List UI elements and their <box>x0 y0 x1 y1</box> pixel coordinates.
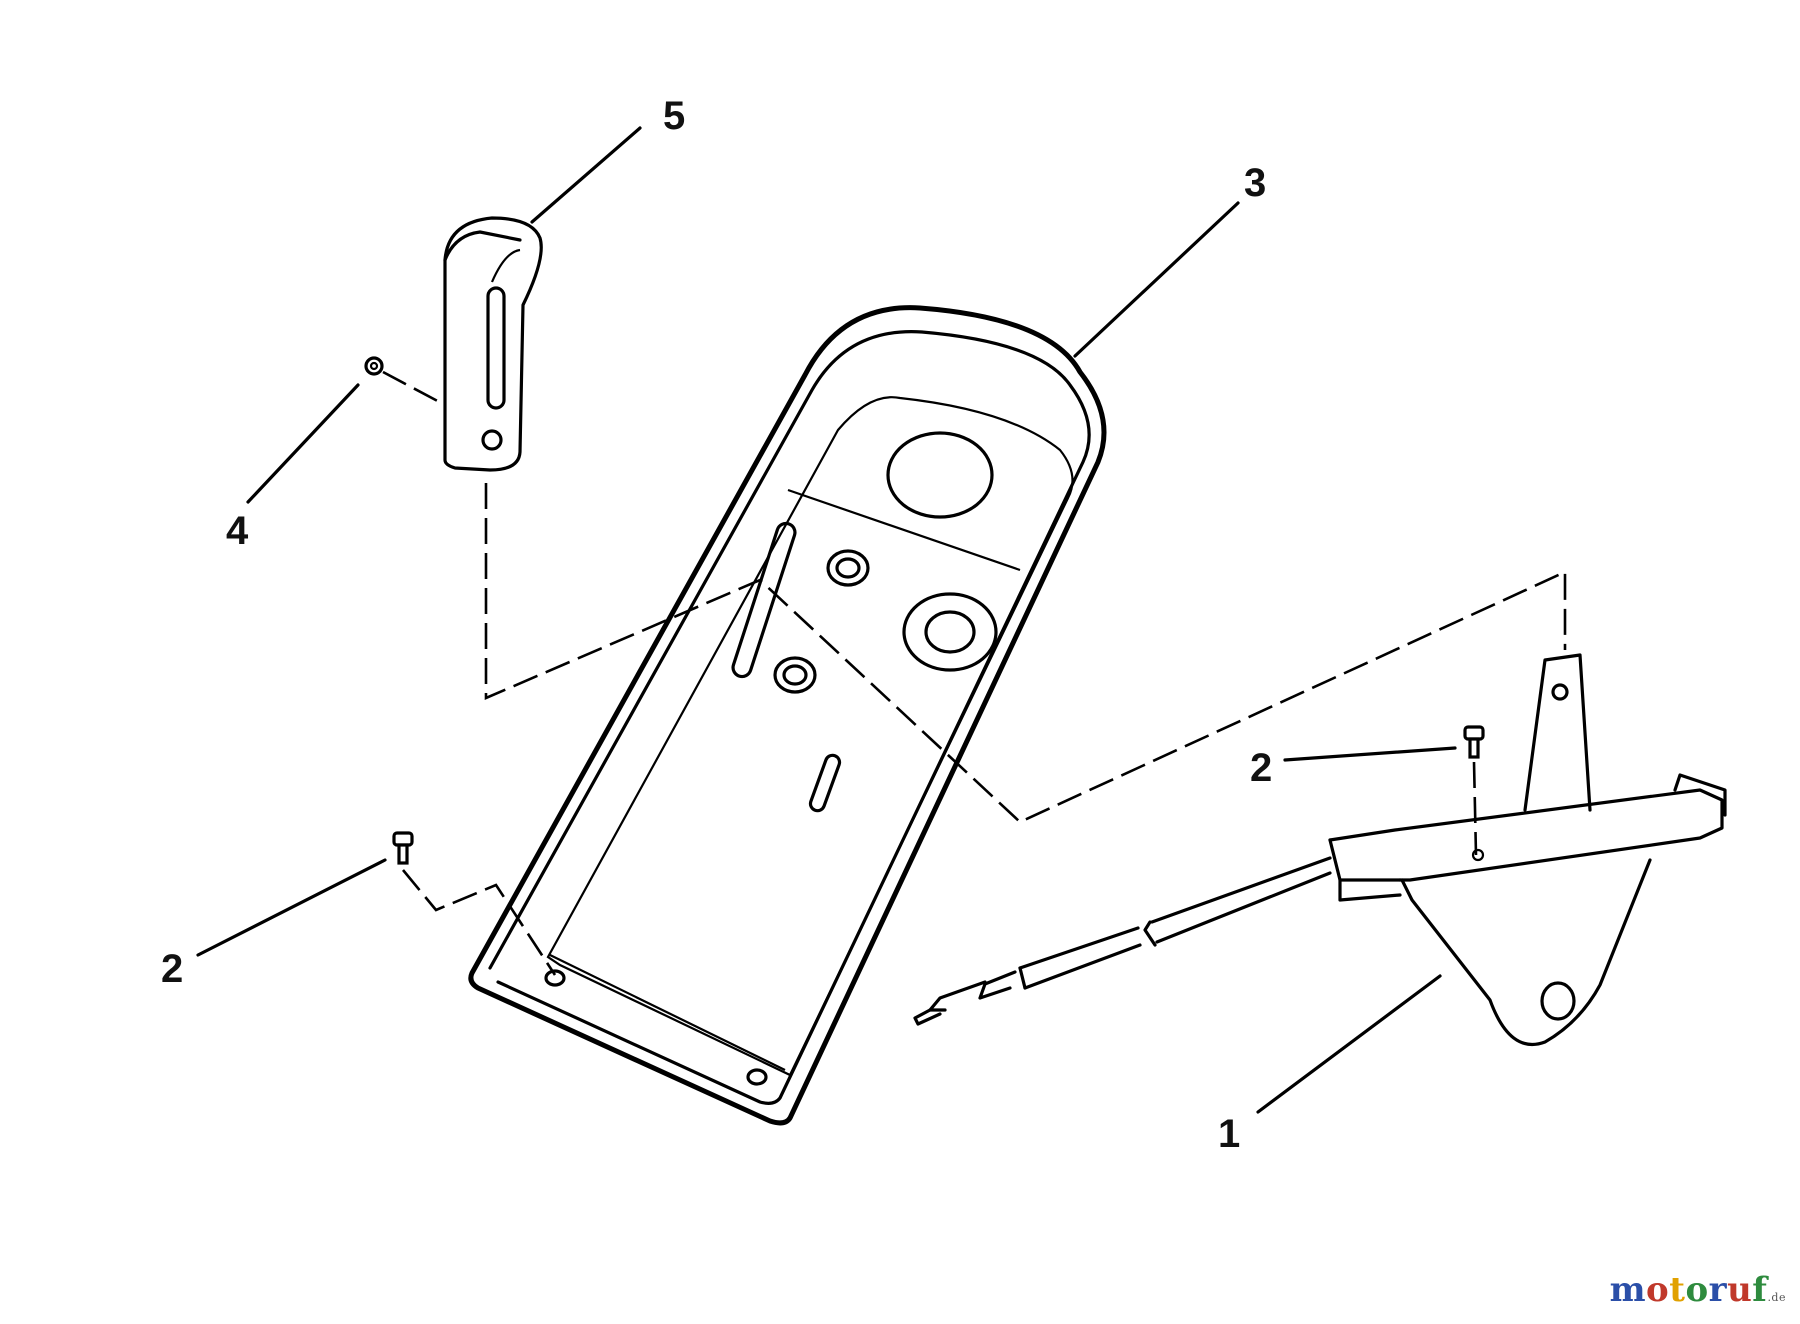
wm-o1: o <box>1646 1270 1670 1310</box>
callout-number-3: 3 <box>1244 161 1267 205</box>
assembly-dashed-lines <box>382 370 1567 976</box>
housing-panel-part-3 <box>468 305 1107 1126</box>
wm-suffix: .de <box>1767 1291 1786 1304</box>
wm-u: u <box>1727 1270 1753 1310</box>
slotted-bracket-part-5 <box>443 216 543 472</box>
cable-bracket-part-1 <box>913 653 1727 1047</box>
callout-number-2-right: 2 <box>1250 746 1273 790</box>
wm-f: f <box>1752 1270 1768 1310</box>
wm-m: m <box>1609 1270 1647 1310</box>
callout-leader-lines <box>196 126 1457 1114</box>
wm-o2: o <box>1685 1270 1709 1310</box>
screw-part-2-left <box>392 831 414 865</box>
wm-r: r <box>1708 1270 1728 1310</box>
callout-number-2-left: 2 <box>161 947 184 991</box>
screw-part-4 <box>364 356 384 376</box>
screw-part-2-right <box>1463 725 1485 759</box>
callout-number-4: 4 <box>226 509 249 553</box>
motoruf-watermark-logo: motoruf.de <box>1610 1270 1786 1310</box>
wm-t: t <box>1669 1270 1686 1310</box>
callout-number-1: 1 <box>1218 1112 1241 1156</box>
callout-number-5: 5 <box>663 94 686 138</box>
